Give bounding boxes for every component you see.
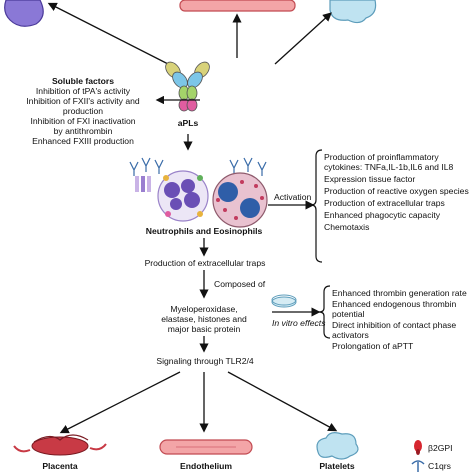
- soluble-factor-line: Inhibition of FXII's activity and: [26, 96, 140, 106]
- invitro-effect: Prolongation of aPTT: [332, 341, 414, 351]
- soluble-factor-line: by antithrombin: [53, 126, 113, 136]
- component-line: Myeloperoxidase,: [170, 304, 238, 314]
- target-platelets-label: Platelets: [319, 461, 355, 471]
- legend-c1qrs-icon: [411, 460, 425, 472]
- activation-effect: Chemotaxis: [324, 222, 370, 232]
- component-line: major basic protein: [167, 324, 241, 334]
- endothelium-icon: [159, 439, 253, 455]
- platelets-icon: [316, 432, 359, 460]
- target-endothelium-label: Endothelium: [179, 461, 233, 471]
- signaling-label: Signaling through TLR2/4: [156, 356, 254, 366]
- top-cell-icon: [4, 0, 44, 27]
- invitro-label: In vitro effects: [272, 318, 326, 328]
- soluble-factor-line: Inhibition of tPA's activity: [35, 86, 131, 96]
- soluble-factor-line: Inhibition of FXI inactivation: [30, 116, 136, 126]
- activation-label: Activation: [274, 192, 312, 202]
- activation-effect: Production of extracellular traps: [324, 198, 445, 208]
- target-placenta-label: Placenta: [42, 461, 78, 471]
- invitro-brace: [318, 285, 331, 339]
- cells-label: Neutrophils and Eosinophils: [145, 226, 263, 236]
- soluble-factor-line: Enhanced FXIII production: [32, 136, 134, 146]
- activation-effect: Expression tissue factor: [324, 174, 416, 184]
- soluble-factors-title: Soluble factors: [51, 76, 115, 86]
- legend-b2gpi-icon: [414, 440, 422, 455]
- soluble-factor-line: production: [62, 106, 104, 116]
- invitro-effect: activators: [332, 330, 369, 340]
- apls-label: aPLs: [177, 118, 199, 128]
- eosinophil-icon: [212, 172, 268, 228]
- traps-label: Production of extracellular traps: [144, 258, 266, 268]
- activation-effect: Enhanced phagocytic capacity: [324, 210, 441, 220]
- activation-effect: Production of proinflammatory: [324, 152, 439, 162]
- legend-c1qrs-label: C1qrs: [428, 461, 451, 471]
- bound-antibodies-icon: [129, 157, 267, 176]
- activation-effect: Production of reactive oxygen species: [324, 186, 469, 196]
- top-platelet-icon: [329, 0, 377, 24]
- activation-effect: cytokines: TNFa,IL-1b,IL6 and IL8: [324, 162, 454, 172]
- arrows-to-targets: [59, 371, 338, 434]
- invitro-effect: Direct inhibition of contact phase: [332, 320, 457, 330]
- invitro-effect: potential: [332, 309, 365, 319]
- composed-label: Composed of: [214, 279, 266, 289]
- petri-dish-icon: [271, 294, 297, 308]
- placenta-icon: [13, 434, 107, 456]
- arrows-to-top: [47, 2, 332, 67]
- neutrophil-icon: [157, 170, 209, 222]
- component-line: elastase, histones and: [161, 314, 247, 324]
- invitro-effect: Enhanced thrombin generation rate: [332, 288, 467, 298]
- invitro-effect: Enhanced endogenous thrombin: [332, 299, 457, 309]
- apl-antibody-icon: [165, 61, 210, 112]
- complement-icon: [135, 176, 151, 192]
- top-endothelium-icon: [179, 0, 296, 12]
- activation-brace: [310, 149, 323, 263]
- legend-b2gpi-label: β2GPI: [428, 443, 453, 453]
